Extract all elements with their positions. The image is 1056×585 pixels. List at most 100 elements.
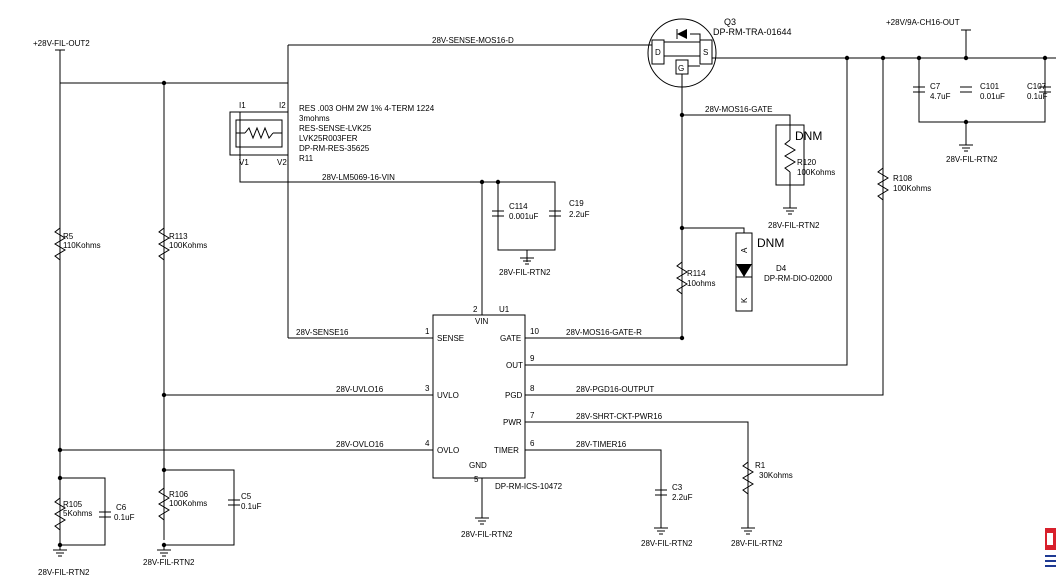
q3-pin-s: S	[703, 48, 708, 57]
u1-pin-pgd-num: 8	[530, 384, 535, 393]
wires	[59, 44, 1056, 546]
c3-ref: C3	[672, 483, 683, 492]
r11-mpn1: RES-SENSE-LVK25	[299, 124, 372, 133]
junctions	[57, 55, 1048, 548]
r11-desc: RES .003 OHM 2W 1% 4-TERM 1224	[299, 104, 435, 113]
r11-pin-i2: I2	[279, 101, 286, 110]
r105-resistor: R105 5Kohms	[54, 497, 92, 531]
u1-pin-uvlo: UVLO	[437, 391, 459, 400]
u1-pin-pwr: PWR	[503, 418, 522, 427]
r113-ref: R113	[169, 232, 188, 241]
net-fil-out2: +28V-FIL-OUT2	[33, 39, 90, 48]
u1-pin-gate: GATE	[500, 334, 521, 343]
u1-pin-gnd-num: 5	[474, 475, 479, 484]
q3-ref: Q3	[724, 17, 736, 27]
u1-part: DP-RM-ICS-10472	[495, 482, 563, 491]
rtn-label-5: 28V-FIL-RTN2	[641, 539, 693, 548]
c19-ref: C19	[569, 199, 584, 208]
r113-resistor: R113 100Kohms	[158, 227, 207, 261]
net-sense16: 28V-SENSE16	[296, 328, 349, 337]
r5-ref: R5	[63, 232, 74, 241]
r108-value: 100Kohms	[893, 184, 931, 193]
r11-value: 3mohms	[299, 114, 330, 123]
c101-ref: C101	[980, 82, 1000, 91]
company-logo	[1045, 528, 1056, 567]
ground-labels: 28V-FIL-RTN2 28V-FIL-RTN2 28V-FIL-RTN2 2…	[38, 155, 998, 577]
r11-mpn2: LVK25R003FER	[299, 134, 358, 143]
r1-resistor: R1 30Kohms	[742, 461, 793, 495]
d4-pin-k: K	[740, 297, 749, 303]
net-lm-vin: 28V-LM5069-16-VIN	[322, 173, 395, 182]
c7-value: 4.7uF	[930, 92, 951, 101]
rtn-label-4: 28V-FIL-RTN2	[499, 268, 551, 277]
r11-pin-v1: V1	[239, 158, 249, 167]
u1-pin-timer-num: 6	[530, 439, 535, 448]
c107-value: 0.1uF	[1027, 92, 1048, 101]
c3-capacitor: C3 2.2uF	[655, 483, 693, 502]
c6-ref: C6	[116, 503, 127, 512]
q3-mosfet: D S G Q3 DP-RM-TRA-01644	[647, 17, 792, 88]
r120-resistor: DNM R120 100Kohms	[775, 124, 835, 186]
r5-resistor: R5 110Kohms	[54, 227, 101, 261]
u1-pin-out: OUT	[506, 361, 523, 370]
ground-symbols	[53, 142, 973, 557]
r114-value: 10ohms	[687, 279, 715, 288]
net-ch16-out: +28V/9A-CH16-OUT	[886, 18, 960, 27]
rtn-label-1: 28V-FIL-RTN2	[38, 568, 90, 577]
rtn-label-8: 28V-FIL-RTN2	[946, 155, 998, 164]
r11-pin-v2: V2	[277, 158, 287, 167]
q3-pin-g: G	[678, 64, 684, 73]
r1-value: 30Kohms	[759, 471, 793, 480]
c5-ref: C5	[241, 492, 252, 501]
r108-resistor: R108 100Kohms	[877, 167, 931, 201]
r106-resistor: R106 100Kohms	[158, 487, 207, 521]
u1-ic: U1 2 VIN 1 SENSE 10 GATE 9 OUT 3 UVLO 8 …	[425, 305, 563, 491]
u1-ref: U1	[499, 305, 510, 314]
r114-ref: R114	[687, 269, 706, 278]
d4-pin-a: A	[740, 247, 749, 253]
c114-value: 0.001uF	[509, 212, 538, 221]
d4-part: DP-RM-DIO-02000	[764, 274, 833, 283]
c107-ref: C107	[1027, 82, 1047, 91]
net-uvlo: 28V-UVLO16	[336, 385, 384, 394]
net-shrt-pwr: 28V-SHRT-CKT-PWR16	[576, 412, 663, 421]
r5-value: 110Kohms	[63, 241, 101, 250]
r120-value: 100Kohms	[797, 168, 835, 177]
net-gate-r: 28V-MOS16-GATE-R	[566, 328, 642, 337]
r11-pin-i1: I1	[239, 101, 246, 110]
net-labels: +28V-FIL-OUT2 +28V/9A-CH16-OUT 28V-SENSE…	[33, 18, 971, 449]
c19-value: 2.2uF	[569, 210, 590, 219]
c114-ref: C114	[509, 202, 528, 211]
r114-resistor: R114 10ohms	[676, 261, 715, 295]
u1-pin-vin: VIN	[475, 317, 489, 326]
c6-capacitor: C6 0.1uF	[99, 503, 135, 522]
r106-ref: R106	[169, 490, 189, 499]
u1-pin-ovlo-num: 4	[425, 439, 430, 448]
q3-pin-d: D	[655, 48, 661, 57]
r105-value: 5Kohms	[63, 509, 92, 518]
u1-pin-gnd: GND	[469, 461, 487, 470]
q3-part: DP-RM-TRA-01644	[713, 27, 792, 37]
net-sense-mos-d: 28V-SENSE-MOS16-D	[432, 36, 514, 45]
u1-pin-vin-num: 2	[473, 305, 478, 314]
u1-pin-gate-num: 10	[530, 327, 539, 336]
r11-sense-resistor: I1 I2 V1 V2 RES .003 OHM 2W 1% 4-TERM 12…	[229, 101, 435, 167]
net-timer: 28V-TIMER16	[576, 440, 627, 449]
u1-pin-uvlo-num: 3	[425, 384, 430, 393]
c6-value: 0.1uF	[114, 513, 135, 522]
net-mos-gate: 28V-MOS16-GATE	[705, 105, 772, 114]
u1-pin-timer: TIMER	[494, 446, 519, 455]
d4-dnm: DNM	[757, 236, 784, 250]
r106-value: 100Kohms	[169, 499, 207, 508]
rtn-label-3: 28V-FIL-RTN2	[461, 530, 513, 539]
rtn-label-6: 28V-FIL-RTN2	[731, 539, 783, 548]
c3-value: 2.2uF	[672, 493, 693, 502]
rtn-label-7: 28V-FIL-RTN2	[768, 221, 820, 230]
net-pgd-out: 28V-PGD16-OUTPUT	[576, 385, 654, 394]
u1-pin-pwr-num: 7	[530, 411, 535, 420]
c5-capacitor: C5 0.1uF	[228, 492, 262, 511]
u1-pin-pgd: PGD	[505, 391, 523, 400]
u1-pin-out-num: 9	[530, 354, 535, 363]
output-caps: C7 4.7uF C101 0.01uF C107 0.1uF	[913, 82, 1051, 101]
